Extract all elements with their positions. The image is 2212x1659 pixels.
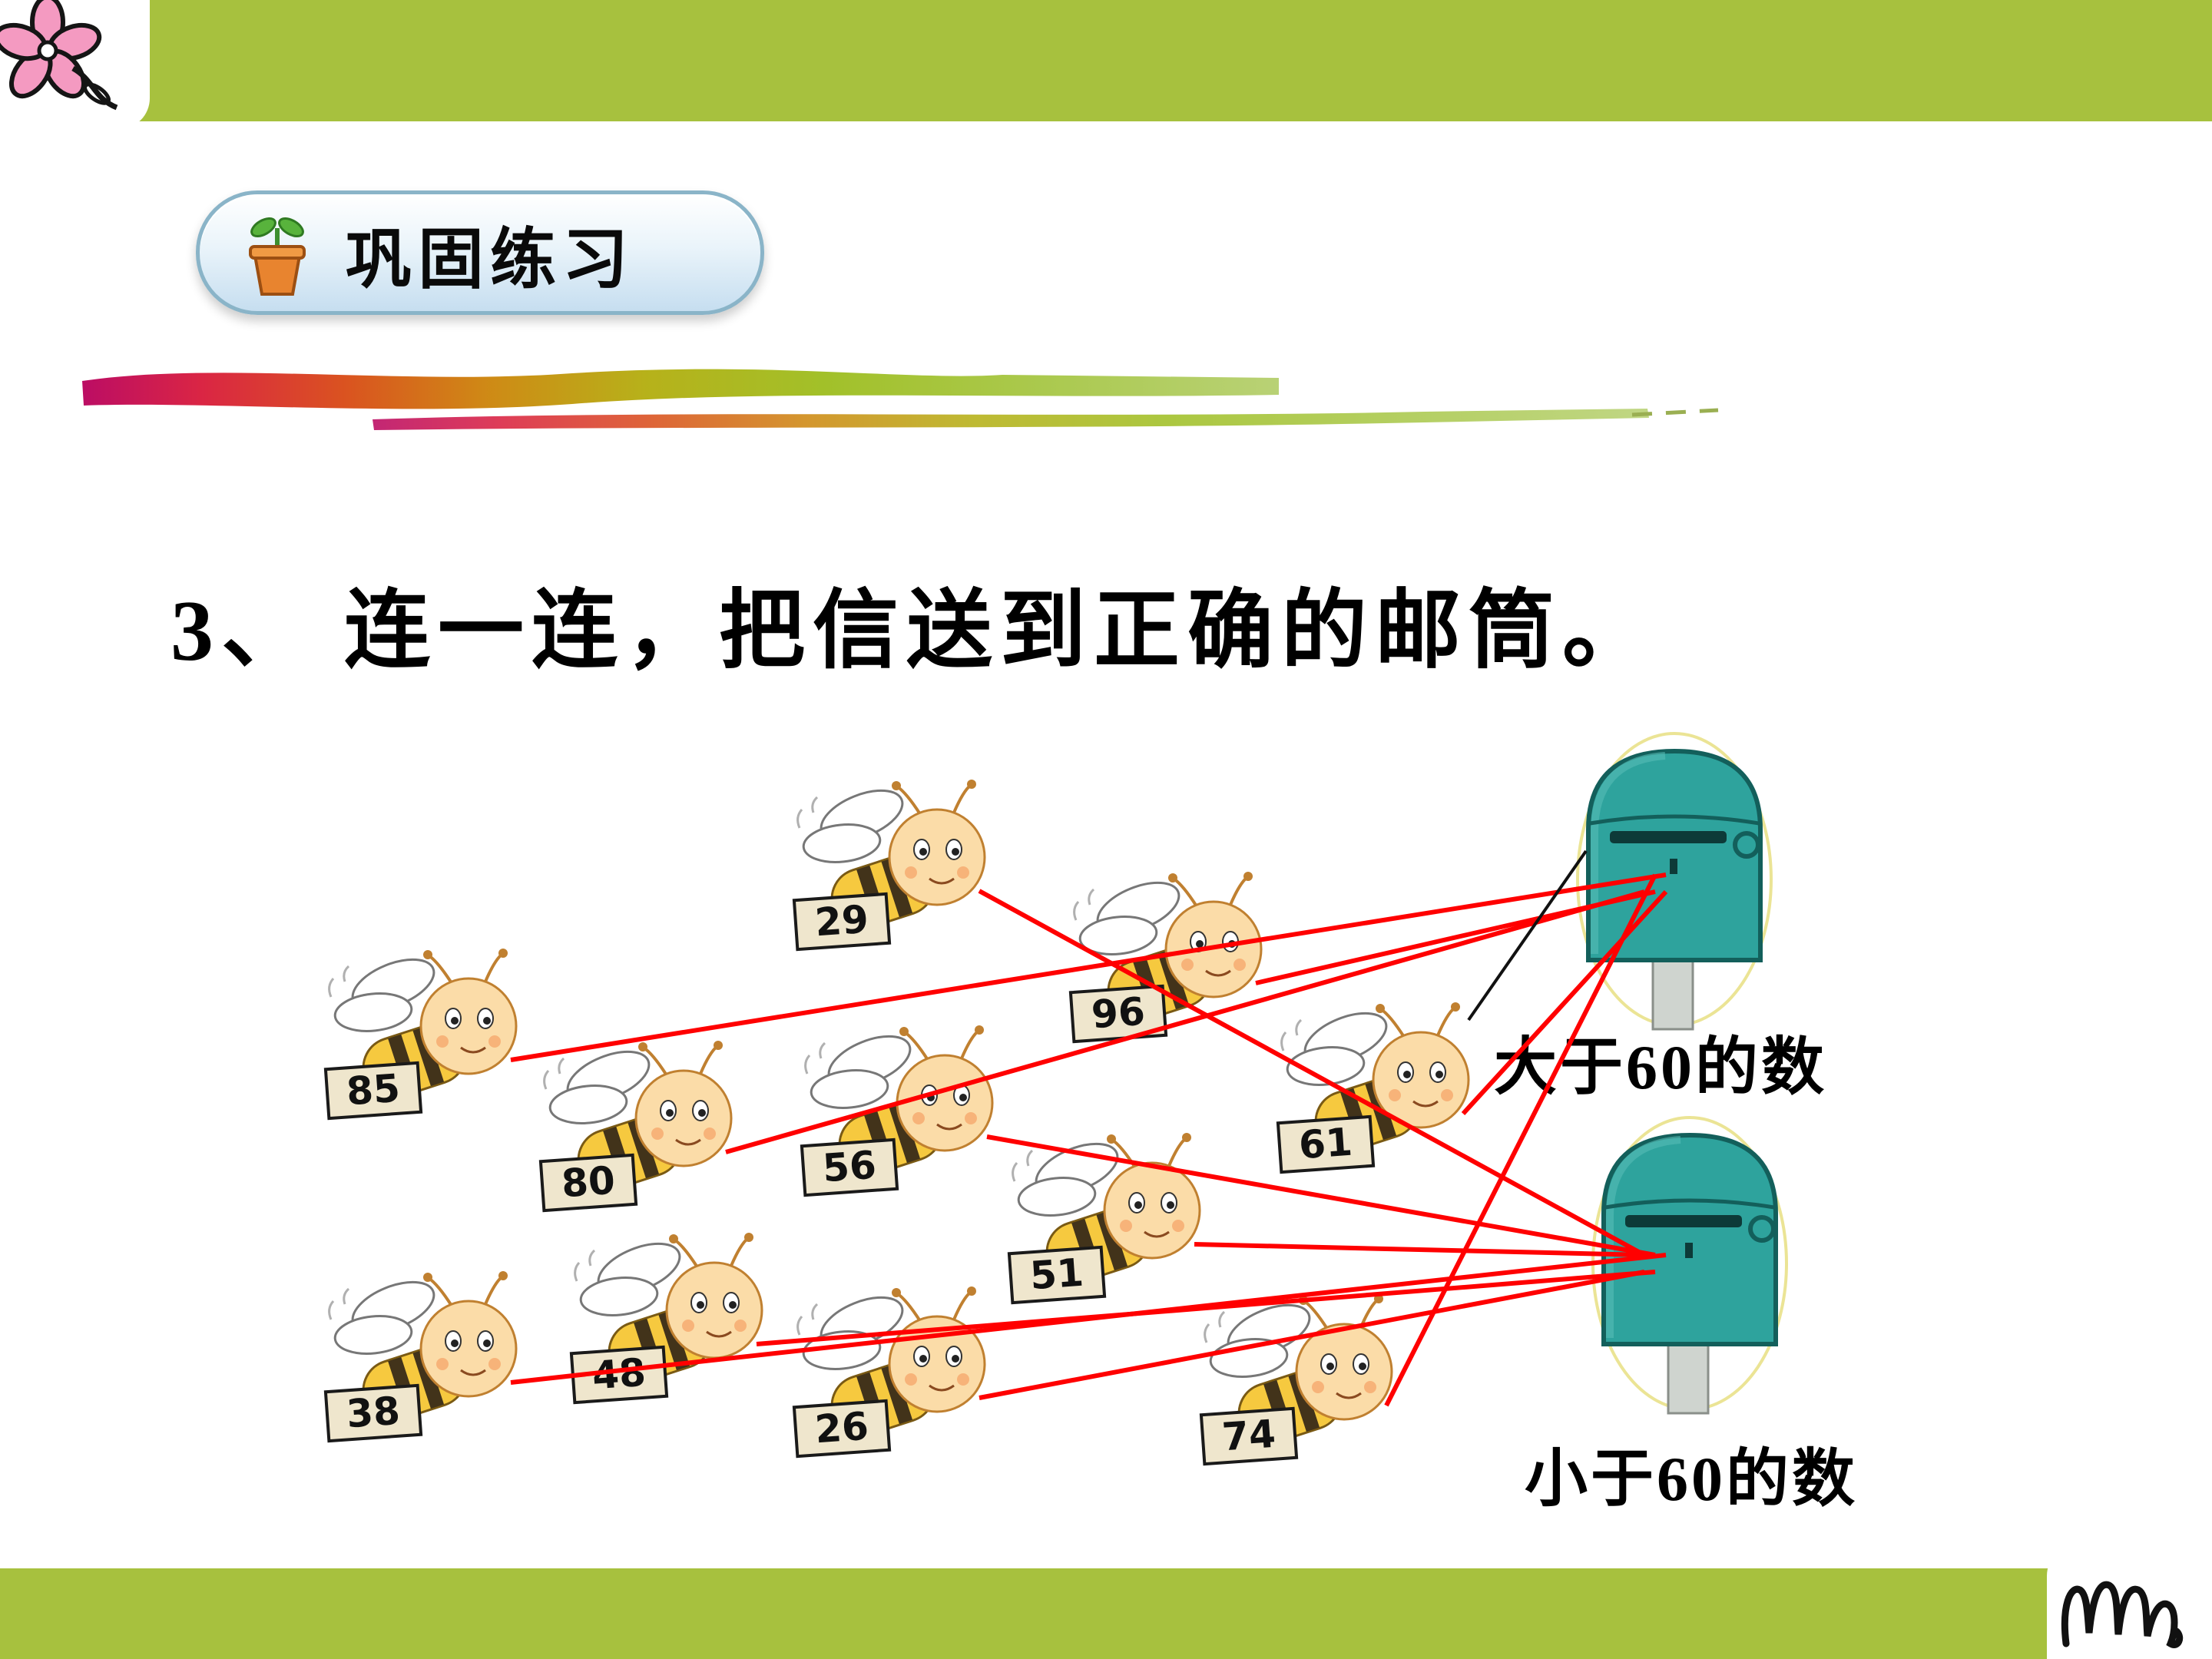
badge-label: 巩固练习	[346, 222, 634, 296]
letter-plate: 38	[323, 1383, 423, 1443]
mailbox-label-lt60: 小于60的数	[1525, 1444, 1859, 1514]
letter-number: 51	[1028, 1250, 1084, 1299]
scribble-icon	[2061, 1581, 2184, 1648]
keyhole	[1685, 1243, 1693, 1258]
bee-51: 51	[1006, 1129, 1221, 1306]
bee-48: 48	[568, 1229, 783, 1406]
letter-number: 48	[591, 1350, 647, 1399]
keyhole	[1670, 859, 1677, 874]
bee-graphic: 29	[792, 780, 986, 952]
bee-graphic: 38	[323, 1271, 518, 1443]
bee-61: 61	[1275, 998, 1490, 1175]
mail-slot	[1625, 1215, 1742, 1227]
bee-graphic: 26	[792, 1286, 986, 1459]
bee-26: 26	[791, 1283, 1006, 1459]
bee-74: 74	[1198, 1290, 1413, 1467]
mailbox-label-gt60: 大于60的数	[1494, 1032, 1828, 1102]
letter-number: 29	[813, 897, 869, 945]
mailbox-gt60	[1575, 730, 1774, 1037]
bee-38: 38	[323, 1267, 538, 1444]
bee-graphic: 48	[569, 1233, 763, 1405]
bee-graphic: 96	[1068, 872, 1263, 1044]
bee-graphic: 51	[1007, 1133, 1201, 1305]
crayon-stroke-divider	[82, 369, 1719, 430]
letter-number: 56	[821, 1143, 877, 1191]
letter-plate: 74	[1199, 1406, 1299, 1466]
bottom-border-bar	[0, 1568, 2212, 1659]
question-title: 3、 连一连，把信送到正确的邮筒。	[171, 584, 1656, 679]
letter-plate: 29	[792, 892, 892, 952]
letter-plate: 26	[792, 1399, 892, 1459]
letter-number: 85	[345, 1066, 401, 1114]
letter-plate: 96	[1068, 984, 1168, 1044]
letter-number: 26	[813, 1404, 869, 1452]
bee-graphic: 80	[538, 1041, 733, 1213]
letter-plate: 61	[1276, 1114, 1376, 1174]
corner-scribble-block	[2047, 1542, 2212, 1659]
letter-plate: 51	[1007, 1245, 1107, 1305]
bee-graphic: 61	[1276, 1002, 1470, 1174]
letter-plate: 85	[323, 1061, 423, 1121]
flower-icon	[0, 0, 118, 111]
mailbox-lt60	[1590, 1114, 1790, 1421]
bee-29: 29	[791, 776, 1006, 952]
bee-85: 85	[323, 945, 538, 1121]
bee-graphic: 85	[323, 949, 518, 1121]
top-border-bar	[0, 0, 2212, 121]
bee-80: 80	[538, 1037, 753, 1214]
letter-number: 80	[560, 1158, 616, 1207]
letter-plate: 56	[800, 1137, 899, 1197]
mailbox-graphic	[1591, 1116, 1788, 1415]
mailbox-graphic	[1576, 732, 1773, 1031]
mail-slot	[1610, 831, 1727, 843]
flowerpot-icon	[249, 217, 306, 296]
letter-number: 61	[1297, 1120, 1353, 1168]
letter-plate: 80	[538, 1153, 638, 1213]
letter-number: 74	[1220, 1412, 1277, 1460]
bee-graphic: 56	[800, 1025, 994, 1197]
bee-graphic: 74	[1199, 1294, 1393, 1466]
letter-plate: 48	[569, 1345, 669, 1405]
letter-number: 96	[1090, 989, 1146, 1038]
bee-56: 56	[799, 1022, 1014, 1198]
letter-number: 38	[345, 1389, 401, 1437]
corner-flower-block	[0, 0, 150, 129]
practice-badge: 巩固练习	[196, 190, 764, 315]
bee-96: 96	[1068, 868, 1283, 1045]
